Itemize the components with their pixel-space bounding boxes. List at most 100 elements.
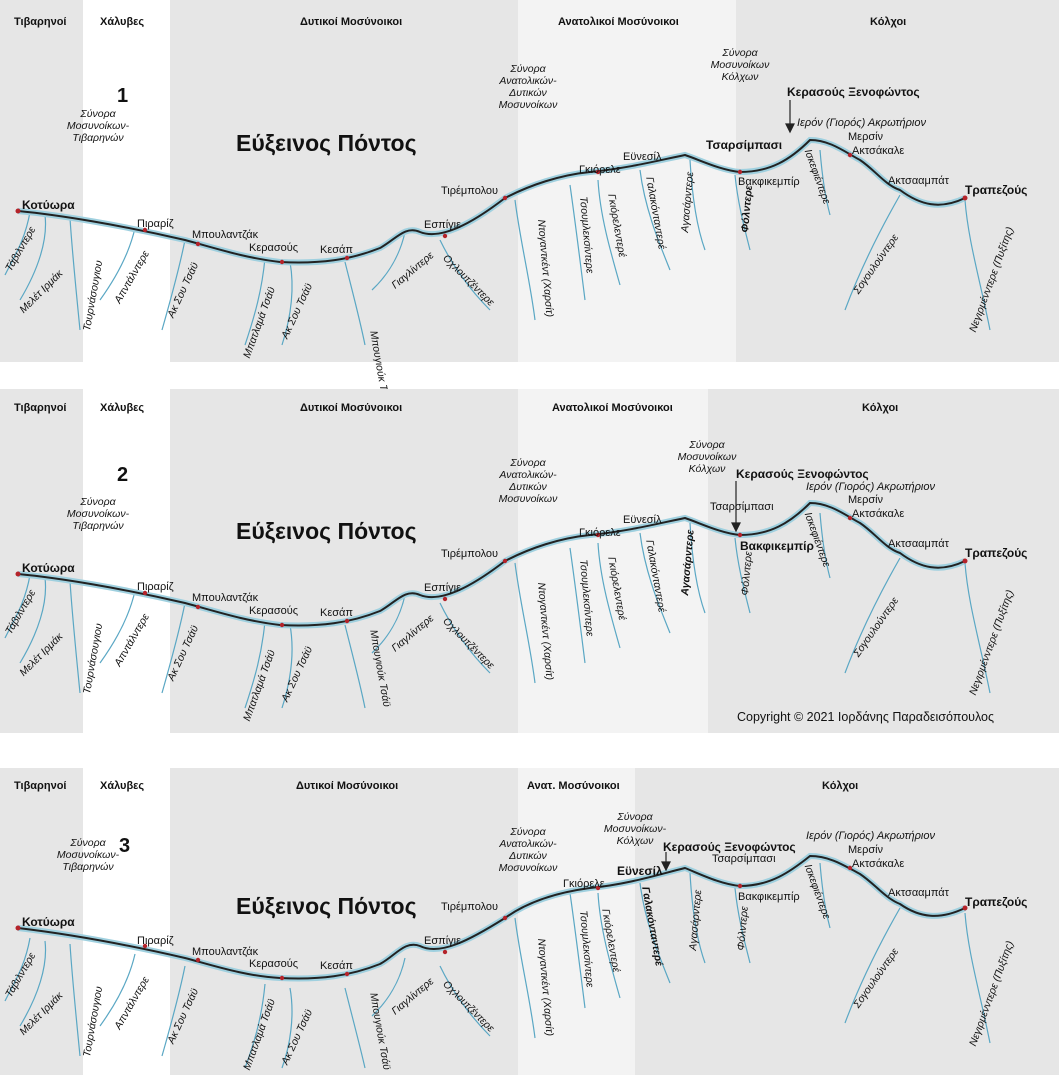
- region-label: Δυτικοί Μοσύνοικοι: [300, 402, 403, 414]
- town-label: Κοτύωρα: [22, 561, 75, 575]
- town-label: Ακτσάκαλε: [852, 145, 905, 157]
- border-note: Σύνορα Ανατολικών- Δυτικών Μοσυνοίκων: [498, 63, 558, 112]
- town-label: Πιραρίζ: [137, 935, 174, 947]
- coastline: [17, 499, 967, 629]
- town-label: Βακφικεμπίρ: [740, 539, 814, 553]
- town-label: Εσπίγιε: [424, 219, 462, 231]
- region-label: Ανατ. Μοσύνοικοι: [527, 780, 620, 792]
- town-label: Τραπεζούς: [965, 546, 1028, 560]
- town-label: Τσαρσίμπασι: [710, 501, 774, 513]
- town-label: Μερσίν: [848, 844, 884, 856]
- map-canvas: [0, 768, 1059, 1075]
- town-label: Κεσάπ: [320, 960, 353, 972]
- town-label: Ακτσάκαλε: [852, 858, 905, 870]
- map-canvas: [0, 0, 1059, 362]
- town-label: Εϋνεσίλ: [623, 514, 662, 526]
- region-label: Κόλχοι: [862, 402, 899, 414]
- town-dots: [15, 865, 968, 981]
- town-label: Κεσάπ: [320, 244, 353, 256]
- town-label: Γκιόρελε: [563, 878, 605, 890]
- town-label: Βακφικεμπίρ: [738, 176, 800, 188]
- border-note: Σύνορα Μοσυνοίκων- Τιβαρηνών: [66, 108, 130, 145]
- border-note: Σύνορα Μοσυνοίκων- Τιβαρηνών: [56, 837, 120, 874]
- town-label: Πιραρίζ: [137, 218, 174, 230]
- rivers: [4, 512, 991, 709]
- sea-label: Εύξεινος Πόντος: [236, 130, 417, 156]
- coastline: [17, 852, 967, 982]
- region-label: Χάλυβες: [100, 780, 145, 792]
- rivers: [4, 149, 991, 346]
- town-label: Κοτύωρα: [22, 198, 75, 212]
- town-label: Κεσάπ: [320, 607, 353, 619]
- town-label: Τιρέμπολου: [441, 901, 499, 913]
- region-label: Ανατολικοί Μοσύνοικοι: [558, 16, 679, 28]
- border-note: Σύνορα Μοσυνοίκων- Κόλχων: [603, 811, 667, 848]
- coastline: [17, 136, 967, 266]
- map-panel-2: Τιβαρηνοί Χάλυβες Δυτικοί Μοσύνοικοι Ανα…: [0, 389, 1059, 733]
- town-label: Ακτσάκαλε: [852, 508, 905, 520]
- panel-number: 2: [117, 464, 129, 486]
- town-label: Μπουλαντζάκ: [192, 946, 259, 958]
- border-note: Σύνορα Ανατολικών- Δυτικών Μοσυνοίκων: [498, 457, 558, 506]
- panel-number: 1: [117, 85, 129, 107]
- town-label: Ιερόν (Γιορός) Ακρωτήριον: [806, 481, 935, 493]
- town-label: Κερασούς Ξενοφώντος: [736, 467, 869, 481]
- town-label: Εϋνεσίλ: [617, 864, 663, 878]
- town-label: Κερασούς: [249, 605, 299, 617]
- border-note: Σύνορα Μοσυνοίκων Κόλχων: [677, 439, 737, 476]
- town-label: Γκιόρελε: [579, 527, 621, 539]
- region-label: Κόλχοι: [822, 780, 859, 792]
- town-label: Τσαρσίμπασι: [706, 138, 783, 152]
- town-label: Ιερόν (Γιορός) Ακρωτήριον: [797, 117, 926, 129]
- region-bands: [0, 389, 1059, 733]
- town-label: Τιρέμπολου: [441, 548, 499, 560]
- panel-number: 3: [119, 835, 131, 857]
- town-label: Μπουλαντζάκ: [192, 229, 259, 241]
- map-canvas: [0, 389, 1059, 733]
- region-bands: [0, 768, 1059, 1075]
- town-label: Πιραρίζ: [137, 581, 174, 593]
- town-label: Εσπίγιε: [424, 935, 462, 947]
- border-arrow: [731, 481, 741, 533]
- town-label: Τραπεζούς: [965, 895, 1028, 909]
- town-label: Τιρέμπολου: [441, 185, 499, 197]
- region-label: Χάλυβες: [100, 16, 145, 28]
- town-label: Εσπίγιε: [424, 582, 462, 594]
- region-label: Χάλυβες: [100, 402, 145, 414]
- town-label: Κερασούς Ξενοφώντος: [663, 840, 796, 854]
- border-note: Σύνορα Μοσυνοίκων- Τιβαρηνών: [66, 496, 130, 533]
- town-label: Κερασούς Ξενοφώντος: [787, 85, 920, 99]
- region-label: Τιβαρηνοί: [14, 16, 67, 28]
- town-label: Μπουλαντζάκ: [192, 592, 259, 604]
- region-label: Τιβαρηνοί: [14, 780, 67, 792]
- sea-label: Εύξεινος Πόντος: [236, 518, 417, 544]
- map-panel-3: Τιβαρηνοί Χάλυβες Δυτικοί Μοσύνοικοι Ανα…: [0, 768, 1059, 1075]
- town-label: Βακφικεμπίρ: [738, 891, 800, 903]
- town-label: Μερσίν: [848, 131, 884, 143]
- copyright-notice: Copyright © 2021 Ιορδάνης Παραδεισόπουλο…: [737, 710, 995, 724]
- town-label: Γκιόρελε: [579, 164, 621, 176]
- town-label: Ιερόν (Γιορός) Ακρωτήριον: [806, 830, 935, 842]
- town-label: Μερσίν: [848, 494, 884, 506]
- town-label: Τσαρσίμπασι: [712, 853, 776, 865]
- town-label: Κοτύωρα: [22, 915, 75, 929]
- border-note: Σύνορα Μοσυνοίκων Κόλχων: [710, 47, 770, 84]
- region-bands: [0, 0, 1059, 362]
- map-panel-1: Τιβαρηνοί Χάλυβες Δυτικοί Μοσύνοικοι Ανα…: [0, 0, 1059, 409]
- rivers: [4, 862, 991, 1069]
- region-label: Τιβαρηνοί: [14, 402, 67, 414]
- region-label: Κόλχοι: [870, 16, 907, 28]
- town-label: Εϋνεσίλ: [623, 151, 662, 163]
- region-label: Ανατολικοί Μοσύνοικοι: [552, 402, 673, 414]
- sea-label: Εύξεινος Πόντος: [236, 893, 417, 919]
- town-dots: [15, 152, 968, 265]
- region-label: Δυτικοί Μοσύνοικοι: [300, 16, 403, 28]
- town-label: Κερασούς: [249, 958, 299, 970]
- town-dots: [15, 515, 968, 628]
- town-label: Ακτσααμπάτ: [888, 538, 950, 550]
- border-arrow: [785, 100, 795, 134]
- town-label: Ακτσααμπάτ: [888, 887, 950, 899]
- border-note: Σύνορα Ανατολικών- Δυτικών Μοσυνοίκων: [498, 826, 558, 875]
- town-label: Ακτσααμπάτ: [888, 175, 950, 187]
- border-arrow: [661, 852, 671, 872]
